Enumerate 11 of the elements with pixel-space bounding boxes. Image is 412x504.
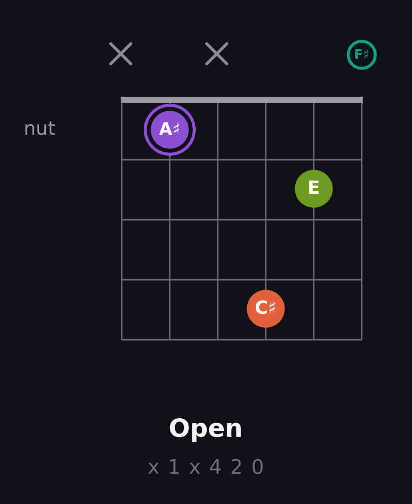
note-name: C♯ bbox=[255, 300, 277, 318]
open-string-ring bbox=[347, 40, 377, 70]
note-name: F♯ bbox=[354, 48, 370, 62]
finger-dot bbox=[247, 290, 285, 328]
finger-dot bbox=[295, 170, 333, 208]
note-name: E bbox=[308, 180, 320, 198]
fingering-text: x 1 x 4 2 0 bbox=[146, 455, 266, 479]
note-name: A♯ bbox=[159, 122, 181, 138]
chord-title: Open bbox=[169, 414, 243, 444]
side-label: nut bbox=[24, 118, 56, 141]
ringed-finger-dot bbox=[144, 104, 196, 156]
